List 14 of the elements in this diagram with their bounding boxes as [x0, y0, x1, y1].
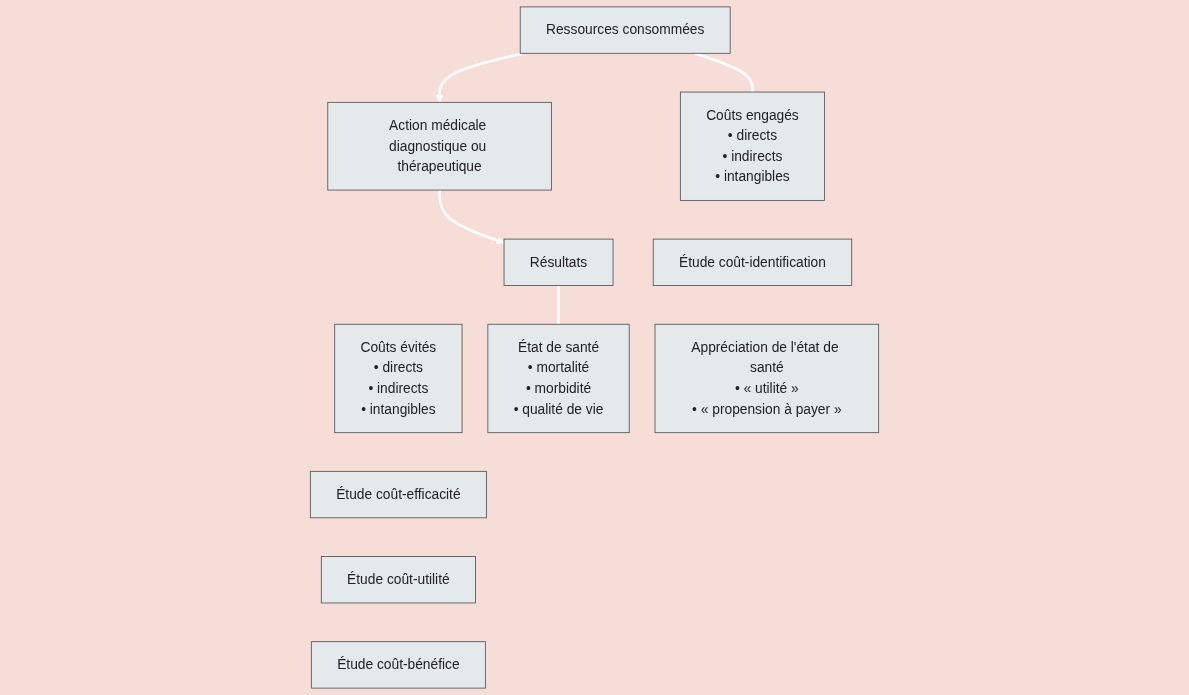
- node-box: Résultats: [503, 238, 614, 286]
- node-box: Appréciation de l'état de santé • « utilité » • « propension à payer »: [654, 323, 880, 434]
- node-box: Étude coût-identification: [652, 238, 853, 286]
- connector: [694, 52, 754, 93]
- node-box: État de santé • mortalité • morbidité • qualité de vie: [487, 323, 630, 434]
- node-box: Ressources consommées: [519, 6, 731, 54]
- connector: [557, 285, 560, 325]
- node-box: Coûts engagés • directs • indirects • intangibles: [679, 91, 825, 201]
- node-box: Étude coût-utilité: [320, 556, 476, 604]
- node-box: Coûts évités • directs • indirects • intangibles: [334, 323, 463, 434]
- node-box: Étude coût-efficacité: [309, 470, 487, 519]
- node-box: Action médicale diagnostique ou thérapeutique: [327, 101, 552, 191]
- node-box: Étude coût-bénéfice: [310, 641, 486, 689]
- arrow: [438, 190, 505, 245]
